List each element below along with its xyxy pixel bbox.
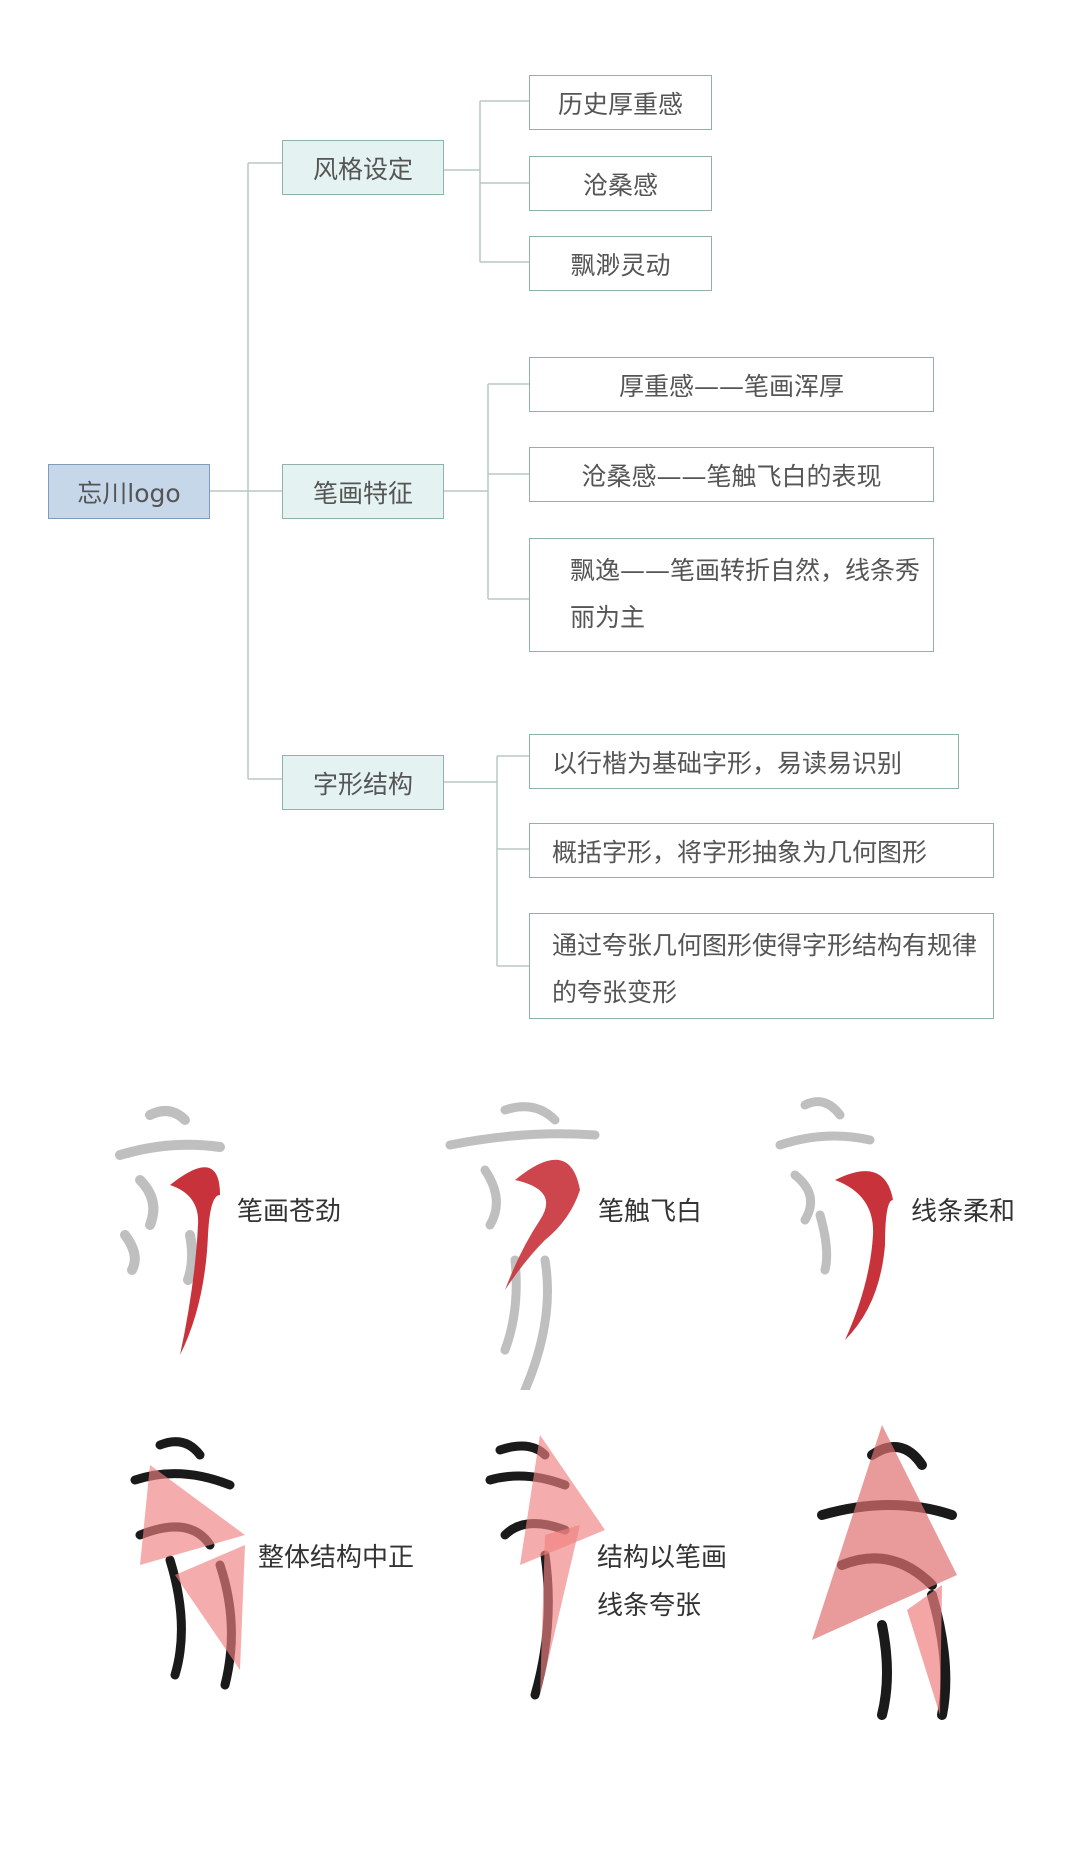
root-label: 忘川logo [77, 478, 181, 508]
logo-sample-2 [445, 1102, 600, 1390]
leaf-label: 以行楷为基础字形，易读易识别 [552, 748, 903, 778]
leaf-node: 以行楷为基础字形，易读易识别 [529, 734, 959, 789]
leaf-label: 历史厚重感 [557, 89, 683, 119]
leaf-node: 飘逸——笔画转折自然，线条秀丽为主 [529, 538, 934, 652]
leaf-node: 通过夸张几何图形使得字形结构有规律的夸张变形 [529, 913, 994, 1019]
leaf-node: 历史厚重感 [529, 75, 712, 130]
leaf-node: 飘渺灵动 [529, 236, 712, 291]
leaf-label: 飘逸——笔画转折自然，线条秀丽为主 [570, 556, 921, 632]
sample-caption: 线条柔和 [911, 1197, 1016, 1227]
branch-label: 字形结构 [312, 769, 413, 799]
leaf-node: 沧桑感——笔触飞白的表现 [529, 447, 934, 502]
logo-geometry-1 [130, 1437, 245, 1690]
sample-caption: 整体结构中正 [258, 1543, 415, 1573]
leaf-label: 沧桑感——笔触飞白的表现 [581, 461, 882, 491]
leaf-label: 飘渺灵动 [570, 250, 671, 280]
logo-sample-3 [775, 1097, 893, 1340]
root-node: 忘川logo [48, 464, 210, 519]
leaf-node: 厚重感——笔画浑厚 [529, 357, 934, 412]
sample-caption: 笔触飞白 [598, 1197, 703, 1227]
leaf-label: 通过夸张几何图形使得字形结构有规律的夸张变形 [552, 931, 978, 1007]
branch-stroke: 笔画特征 [282, 464, 444, 519]
branch-label: 风格设定 [312, 154, 413, 184]
leaf-label: 厚重感——笔画浑厚 [618, 371, 844, 401]
leaf-label: 沧桑感 [582, 170, 658, 200]
leaf-node: 沧桑感 [529, 156, 712, 211]
branch-structure: 字形结构 [282, 755, 444, 810]
branch-label: 笔画特征 [312, 478, 413, 508]
sample-caption: 结构以笔画线条夸张 [597, 1543, 728, 1621]
logo-geometry-2 [485, 1435, 605, 1700]
logo-sample-1 [115, 1106, 225, 1355]
leaf-label: 概括字形，将字形抽象为几何图形 [552, 837, 928, 867]
logo-geometry-3 [812, 1425, 957, 1720]
leaf-node: 概括字形，将字形抽象为几何图形 [529, 823, 994, 878]
sample-caption: 笔画苍劲 [237, 1197, 342, 1227]
branch-style: 风格设定 [282, 140, 444, 195]
